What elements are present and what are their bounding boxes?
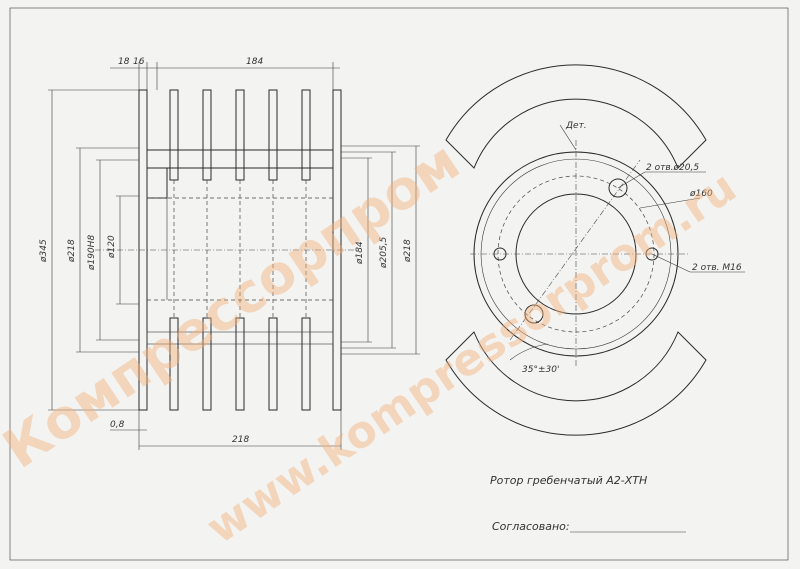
dim-120: ø120 [107,235,117,259]
hub-section-step [146,167,168,199]
dim-190h8: ø190H8 [87,235,97,271]
sheet-border [9,7,789,561]
dim-218-bottom: 218 [232,435,249,445]
outer-arc-bottom [445,331,707,436]
rotor-side-view: 18 16 184 ø345 ø218 ø190H8 ø120 ø184 ø20… [39,57,420,450]
label-holes: 2 отв.ø20,5 [646,163,699,173]
hole-top-right [608,178,628,198]
dim-205-5: ø205,5 [379,236,389,269]
hub-section-hatched [146,149,334,169]
comb-discs-bottom [169,317,311,411]
label-thread: 2 отв. М16 [692,263,742,273]
label-det: Дет. [565,121,587,131]
rotor-front-view: Дет. 2 отв.ø20,5 ø160 2 отв. М16 35°±30' [445,64,745,436]
dim-18: 18 [118,57,130,67]
dim-0-8: 0,8 [110,420,125,430]
dim-184-top: 184 [246,57,263,67]
comb-discs-top [169,89,311,181]
dim-184-right: ø184 [355,241,365,265]
dim-218-left: ø218 [67,239,77,263]
label-angle: 35°±30' [522,365,559,375]
dim-218-right: ø218 [403,239,413,263]
dim-345: ø345 [39,239,49,263]
dim-16: 16 [133,57,145,67]
agreed-label: Согласовано: [492,520,570,533]
drawing-title: Ротор гребенчатый А2-ХТН [490,474,647,487]
label-d160: ø160 [689,189,713,199]
hole-bottom-left [524,304,544,324]
outer-arc-top [445,64,707,169]
